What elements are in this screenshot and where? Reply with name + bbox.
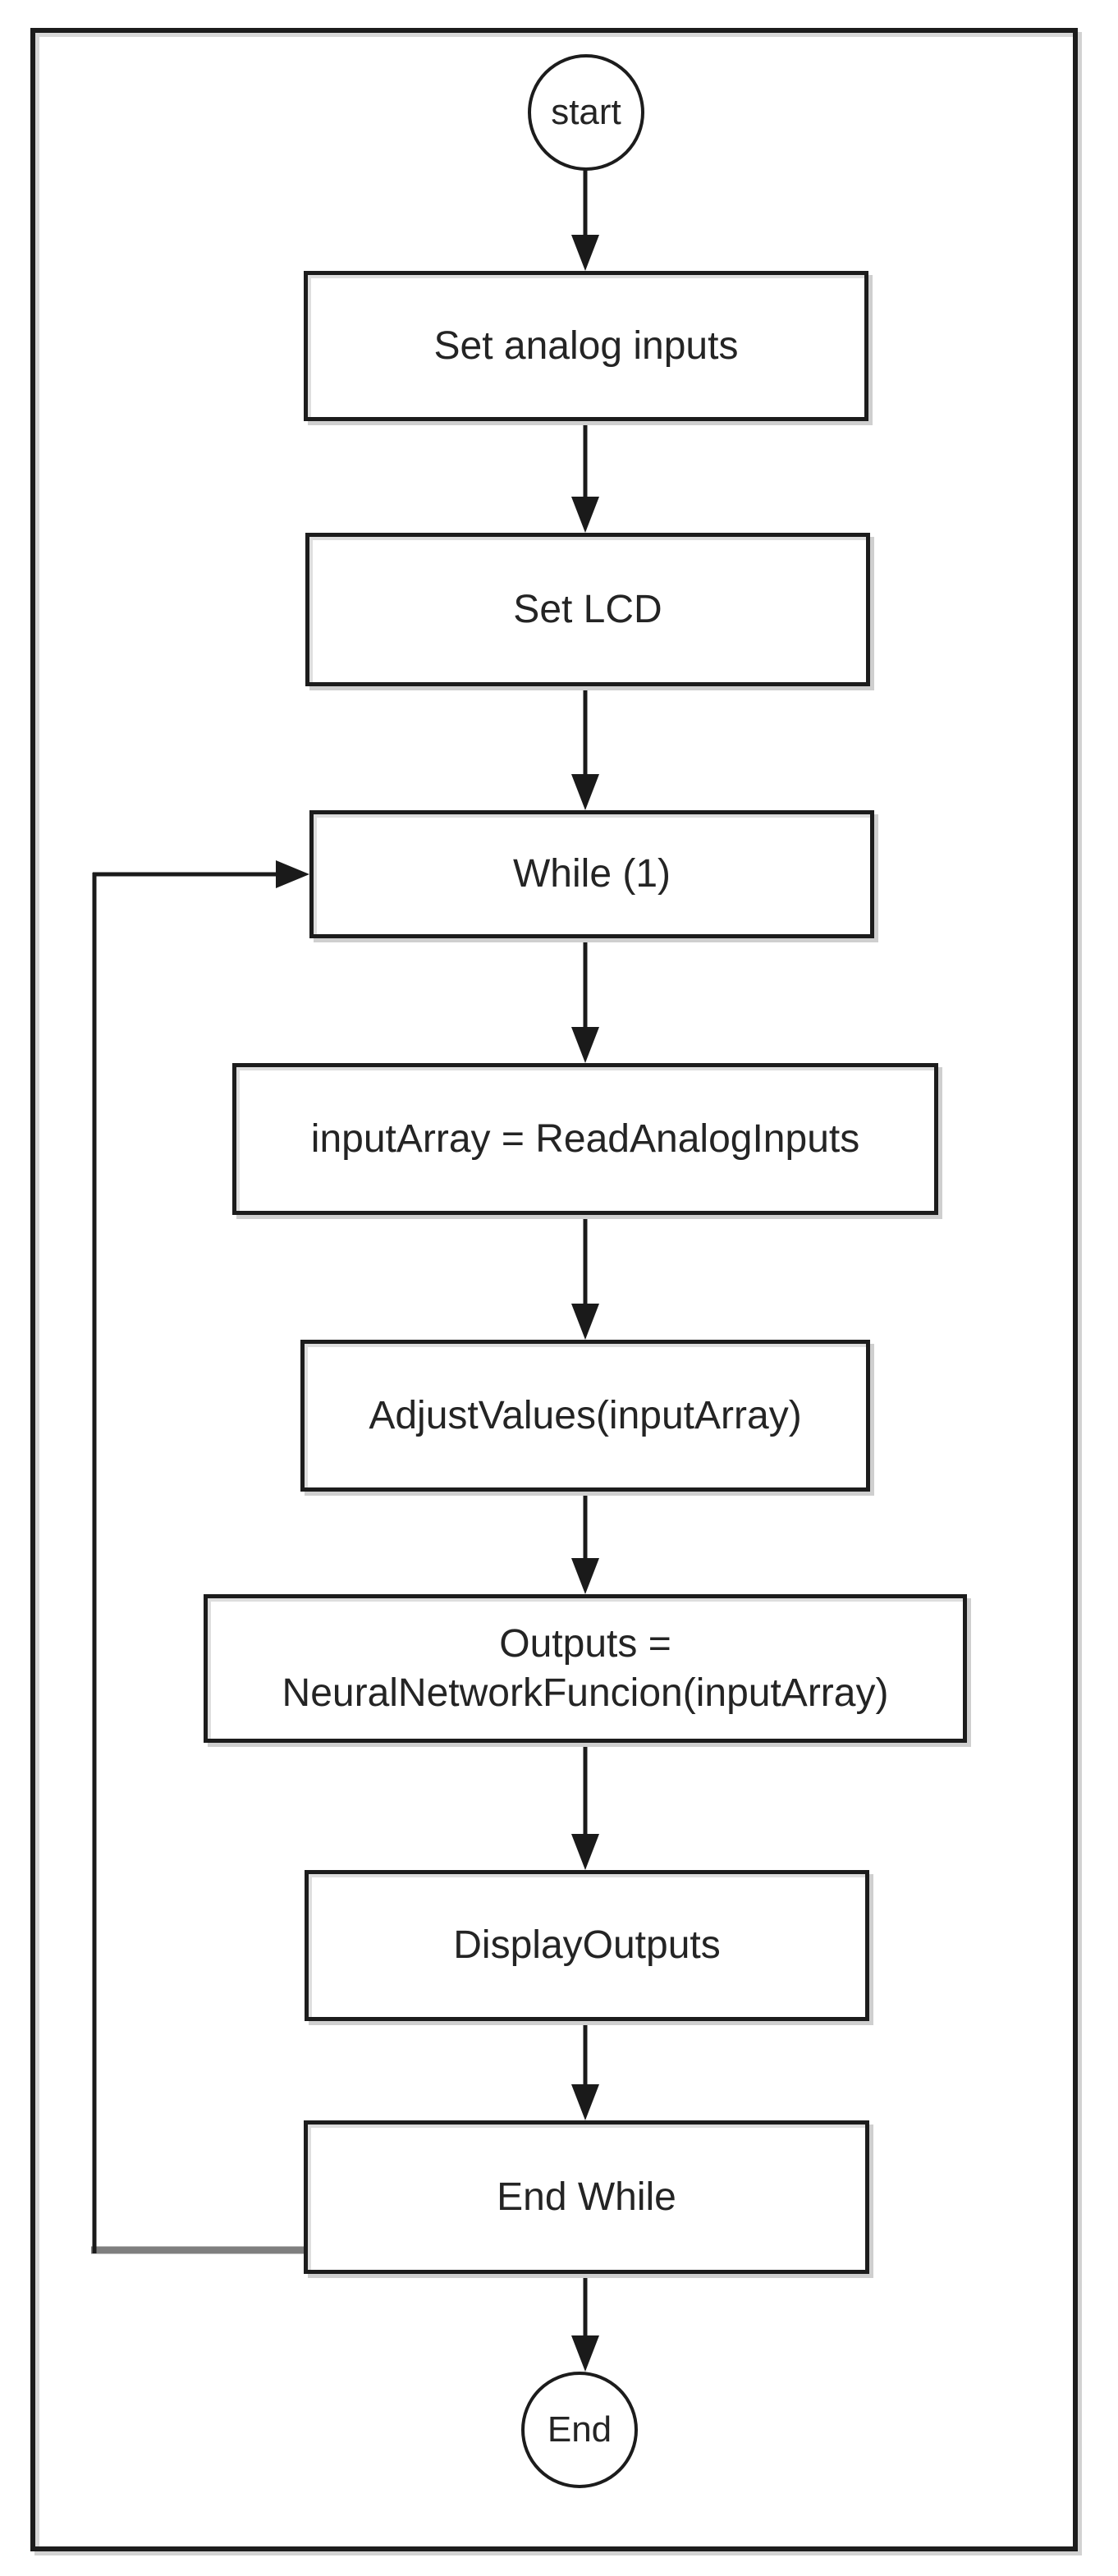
- node-start-label: start: [551, 92, 621, 132]
- node-neural-network-function-label: Outputs = NeuralNetworkFuncion(inputArra…: [282, 1621, 889, 1715]
- outer-frame: [30, 28, 1078, 2551]
- edge-display-outputs-to-end-while: [571, 2021, 599, 2120]
- node-start: start: [528, 54, 644, 171]
- node-end-while: End While: [304, 2120, 869, 2274]
- node-while-label: While (1): [512, 852, 671, 896]
- edge-set-analog-inputs-to-set-lcd: [571, 421, 599, 533]
- edge-set-lcd-to-while: [571, 686, 599, 810]
- node-adjust-values-label: AdjustValues(inputArray): [369, 1393, 802, 1437]
- node-read-analog-inputs-label: inputArray = ReadAnalogInputs: [310, 1116, 860, 1161]
- node-set-analog-inputs-label: Set analog inputs: [433, 323, 739, 368]
- node-adjust-values: AdjustValues(inputArray): [300, 1340, 870, 1492]
- edge-end-while-to-end: [571, 2274, 599, 2372]
- node-end-while-label: End While: [497, 2175, 676, 2219]
- node-while-loop-start: While (1): [309, 810, 874, 938]
- node-set-analog-inputs: Set analog inputs: [304, 271, 868, 421]
- node-set-lcd-label: Set LCD: [513, 587, 662, 631]
- node-set-lcd: Set LCD: [305, 533, 870, 686]
- node-end-label: End: [547, 2409, 612, 2450]
- edge-neural-network-to-display-outputs: [571, 1743, 599, 1870]
- node-end: End: [521, 2372, 638, 2488]
- node-read-analog-inputs: inputArray = ReadAnalogInputs: [232, 1063, 938, 1215]
- edge-read-analog-to-adjust-values: [571, 1215, 599, 1340]
- edge-adjust-values-to-neural-network: [571, 1492, 599, 1594]
- node-neural-network-function: Outputs = NeuralNetworkFuncion(inputArra…: [204, 1594, 967, 1743]
- edge-loop-back-end-while-to-while: [91, 860, 309, 2254]
- node-display-outputs-label: DisplayOutputs: [453, 1923, 721, 1967]
- edge-while-to-read-analog: [571, 938, 599, 1063]
- node-display-outputs: DisplayOutputs: [305, 1870, 869, 2021]
- edge-start-to-set-analog-inputs: [571, 170, 599, 271]
